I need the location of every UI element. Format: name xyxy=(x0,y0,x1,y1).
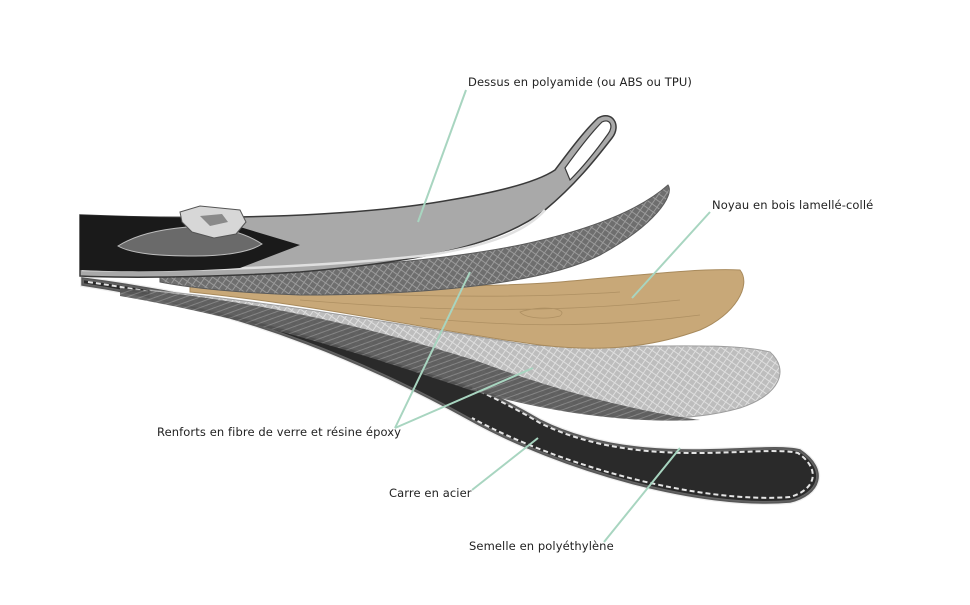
label-base: Semelle en polyéthylène xyxy=(469,539,614,553)
binding-zone xyxy=(80,205,300,272)
leader-base xyxy=(603,447,681,543)
lower-fiberglass-layer xyxy=(120,288,781,421)
leader-top-sheet xyxy=(417,89,467,223)
label-steel-edge: Carre en acier xyxy=(389,486,472,500)
leader-glass-upper xyxy=(394,271,471,429)
leader-lines xyxy=(394,89,711,543)
leader-core xyxy=(631,211,711,299)
leader-edge xyxy=(471,437,539,491)
label-top-sheet: Dessus en polyamide (ou ABS ou TPU) xyxy=(468,75,692,89)
upper-fiberglass-layer xyxy=(159,184,670,296)
label-reinforcement: Renforts en fibre de verre et résine épo… xyxy=(157,425,402,439)
label-core: Noyau en bois lamellé-collé xyxy=(712,198,874,212)
leader-glass-lower xyxy=(394,367,534,429)
